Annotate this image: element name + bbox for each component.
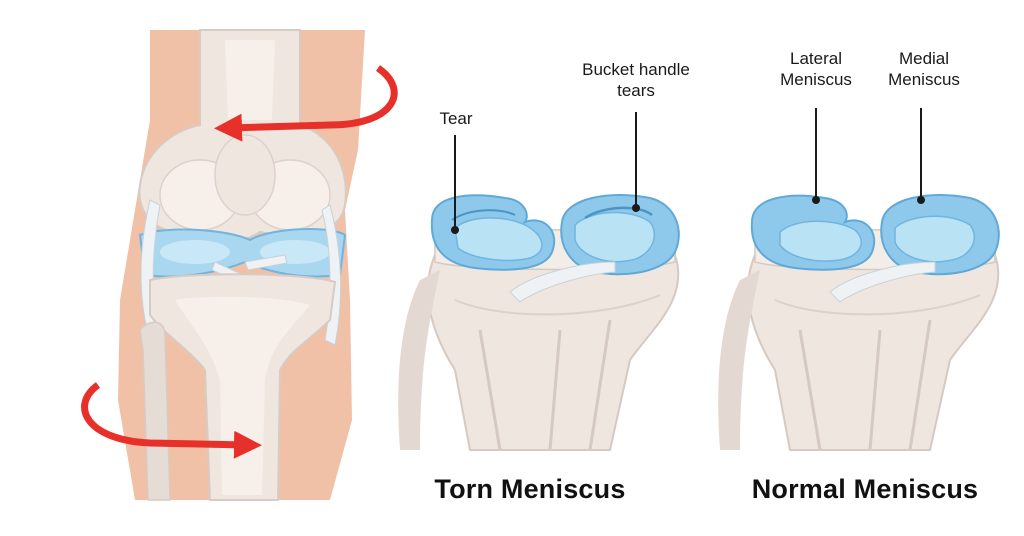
rotation-arrow-top-icon xyxy=(214,65,398,142)
lateral-label-line1: Lateral xyxy=(790,49,842,68)
medial-meniscus-label: Medial Meniscus xyxy=(876,48,972,90)
lateral-meniscus-label: Lateral Meniscus xyxy=(766,48,866,90)
torn-meniscus-diagram xyxy=(398,112,680,451)
bucket-handle-label-line2: tears xyxy=(617,81,655,100)
medial-label-line2: Meniscus xyxy=(888,70,960,89)
bucket-handle-tears-label: Bucket handle tears xyxy=(566,59,706,101)
medial-label-line1: Medial xyxy=(898,49,950,68)
torn-meniscus-caption: Torn Meniscus xyxy=(434,474,626,504)
tear-label-text: Tear xyxy=(439,109,473,128)
normal-meniscus-caption: Normal Meniscus xyxy=(751,474,979,504)
lateral-label-line2: Meniscus xyxy=(780,70,852,89)
fibula-bone xyxy=(139,321,171,501)
normal-meniscus-diagram xyxy=(718,108,1000,451)
bucket-handle-label-line1: Bucket handle xyxy=(582,60,690,79)
tear-label: Tear xyxy=(426,108,486,129)
rotation-arrow-bottom-icon xyxy=(81,382,262,459)
